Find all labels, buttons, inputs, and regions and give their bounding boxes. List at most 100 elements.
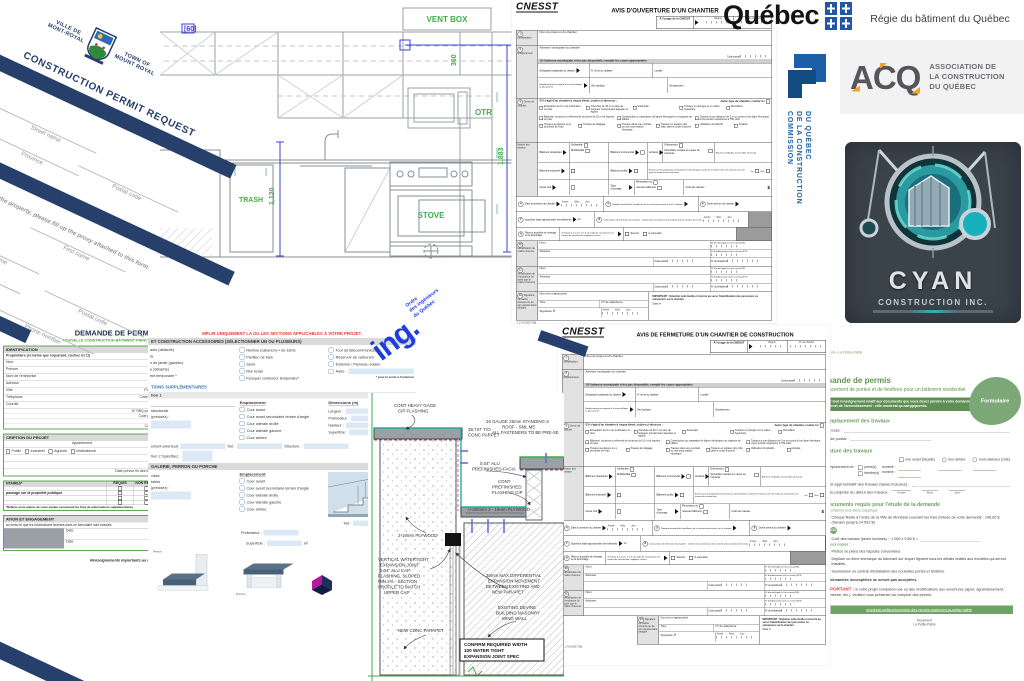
list-item[interactable]: Travaux au-dessus ou à proximité de l'ea…: [540, 123, 576, 131]
checkbox[interactable]: [239, 361, 245, 367]
list-item[interactable]: Travaux dans une centrale ou une sous-st…: [617, 123, 653, 131]
checkbox[interactable]: [239, 485, 245, 491]
doc-item-soumission[interactable]: Soumission ou contrat d'installation des…: [825, 569, 1013, 574]
list-item[interactable]: Utilisation d'explosifs: [695, 123, 731, 131]
voie-publique-cell[interactable]: Voie publique: [636, 402, 714, 417]
adresse-field[interactable]: Adresse: [539, 275, 551, 279]
checkbox[interactable]: [328, 354, 334, 360]
largeur-input[interactable]: [345, 408, 376, 414]
nom-field[interactable]: Nom: [539, 267, 546, 270]
adresse-field[interactable]: Adresse: [585, 574, 597, 577]
autre-type-checkbox[interactable]: [766, 99, 770, 104]
sig-nom-field[interactable]: Nom (en majuscules): [659, 616, 759, 625]
region-field[interactable]: [760, 344, 784, 348]
sig-titre-field[interactable]: Titre: [660, 625, 667, 628]
list-item[interactable]: Serre: [239, 361, 324, 367]
list-item[interactable]: Souterrain: [682, 429, 727, 438]
cp-row[interactable]: Code postal: [4, 414, 160, 419]
list-item[interactable]: Travaux en espace clos (silo, citerne, p…: [656, 123, 692, 131]
cout-input[interactable]: [911, 481, 1010, 487]
etab-field[interactable]: N° d'établissement (s'il est connu) ETN: [764, 599, 826, 607]
nouveau-checkbox[interactable]: [657, 186, 662, 190]
cout-cell[interactable]: Coût des travaux$: [731, 509, 825, 514]
checkbox[interactable]: [239, 354, 245, 360]
date-fin-row[interactable]: Date prévue fin des travaux: [115, 469, 158, 474]
list-item[interactable]: Bâtiment, structure ou élément de struct…: [540, 115, 615, 122]
list-item[interactable]: Travaux en espace clos (silo, citerne, p…: [706, 447, 743, 455]
list-item[interactable]: Souterrain: [633, 105, 677, 114]
checkbox[interactable]: [239, 478, 245, 484]
region-field[interactable]: [706, 20, 730, 24]
industriel-checkbox[interactable]: [571, 169, 575, 173]
etab-field[interactable]: N° d'établissement (s'il est connu) ETN: [710, 275, 772, 283]
mur-arriere-radio[interactable]: [941, 457, 947, 462]
checkbox[interactable]: [239, 414, 245, 419]
institutionnel-checkbox[interactable]: [70, 449, 75, 454]
precisez-input-2[interactable]: [151, 491, 191, 500]
sig-signature-field[interactable]: Signature X: [539, 308, 556, 314]
telephone-field[interactable]: N° de téléphone: [710, 258, 772, 266]
chantier-no-field[interactable]: [790, 344, 823, 348]
localite-cell[interactable]: Localité: [700, 393, 709, 396]
requis-checkbox[interactable]: [118, 496, 122, 500]
designation-cell[interactable]: Désignation cadastrale du chantier: [538, 63, 590, 78]
genie-checkbox[interactable]: [617, 509, 621, 514]
non-checkbox[interactable]: [766, 169, 770, 173]
checkbox[interactable]: [239, 435, 245, 440]
ville-province-row[interactable]: VilleProvince: [4, 388, 160, 395]
murs-lateraux-radio[interactable]: [972, 457, 977, 462]
doc-item-photos[interactable]: Photos ou plans des façades concernées: [825, 549, 1013, 554]
rbq-row[interactable]: N° RBQ ou NEQ: [4, 409, 160, 414]
commercial-checkbox[interactable]: [686, 474, 691, 479]
public-checkbox[interactable]: [6, 449, 10, 454]
list-item[interactable]: Utilisation d'explosifs: [747, 447, 784, 455]
list-item[interactable]: Travaux de dragage: [626, 447, 663, 455]
commercial-checkbox[interactable]: [640, 150, 645, 155]
lot-cell[interactable]: N° de lot du cadastre: [636, 387, 699, 402]
code-postal-box[interactable]: Code postal: [781, 378, 825, 383]
list-item[interactable]: Construction ou réparation de lignes éle…: [617, 115, 692, 122]
list-item[interactable]: Kiosque/ conteneur temporaire*: [239, 375, 324, 381]
precisez-input[interactable]: [151, 420, 191, 429]
nombre-input[interactable]: [898, 473, 922, 478]
nombre-input[interactable]: [973, 465, 997, 471]
checkbox[interactable]: [239, 375, 245, 381]
doc-item-depliant[interactable]: Dépliant ou fiche technique du fabricant…: [825, 557, 1013, 567]
list-item[interactable]: Tranchée de 30 m ou plus de longueur (co…: [634, 429, 679, 438]
public-checkbox[interactable]: [680, 493, 685, 497]
telephone-field[interactable]: N° de téléphone: [764, 582, 826, 590]
renovation-checkbox[interactable]: [653, 180, 658, 185]
demolition-amiante-checkbox[interactable]: [708, 149, 713, 153]
list-item[interactable]: Démolition: [726, 105, 770, 114]
field-province[interactable]: Province: [0, 126, 83, 183]
list-item[interactable]: Travaux au-dessus ou à proximité de l'ea…: [586, 447, 623, 455]
checkbox[interactable]: [328, 361, 334, 367]
nom-field[interactable]: Nom: [539, 241, 546, 245]
autre-input[interactable]: [348, 368, 415, 374]
telephone-field[interactable]: N° de téléphone: [764, 607, 826, 616]
list-item[interactable]: Cour avant: [239, 478, 325, 484]
localite-cell[interactable]: Localité: [654, 69, 663, 72]
prenom-row[interactable]: Prénom: [4, 367, 160, 374]
field-province-2[interactable]: Province: [0, 248, 24, 301]
nom-field[interactable]: Nom: [585, 591, 592, 594]
nombre-input[interactable]: [938, 465, 962, 471]
entreprise-row[interactable]: Nom de l'entreprise: [4, 374, 160, 381]
calc-input[interactable]: [920, 537, 981, 542]
fenetres-checkbox[interactable]: [857, 471, 863, 476]
autre-type-checkbox[interactable]: [820, 423, 824, 428]
date-field[interactable]: Date: [66, 540, 74, 544]
structure-input[interactable]: [303, 443, 349, 449]
designation-cell[interactable]: Désignation cadastrale du chantier: [584, 387, 636, 402]
list-item[interactable]: Construction ou réparation de lignes éle…: [666, 439, 744, 446]
a-soumettre-checkbox[interactable]: [642, 232, 647, 236]
list-item[interactable]: Excavation de 6 m de profondeur ou plus: [540, 105, 584, 114]
oui-checkbox[interactable]: [755, 169, 760, 173]
checkbox[interactable]: [239, 407, 245, 412]
list-item[interactable]: Travaux en plongée et en milieu hyperbar…: [730, 429, 775, 438]
